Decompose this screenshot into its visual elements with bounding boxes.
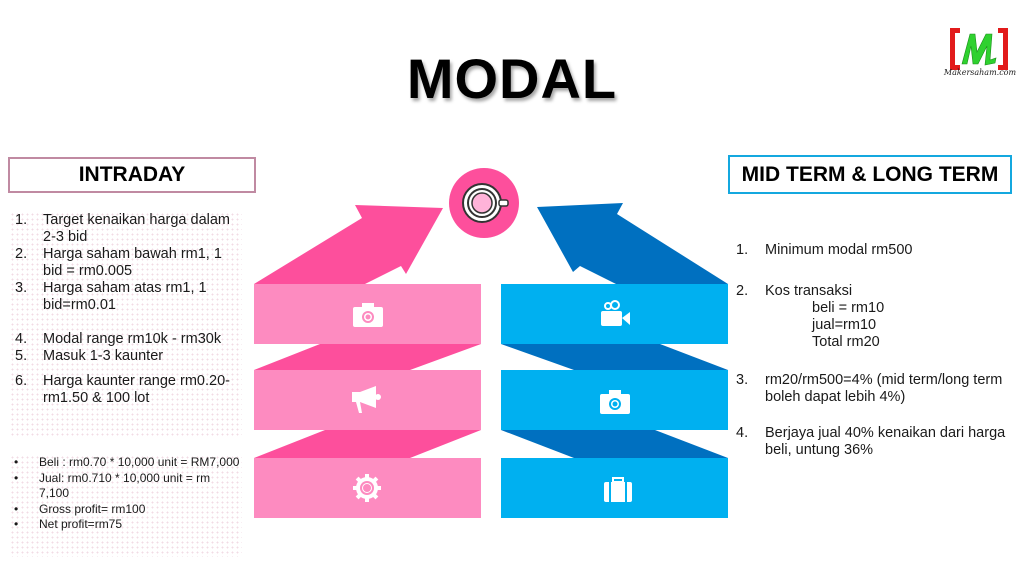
coffee-cup-badge — [449, 168, 519, 238]
bullet-text: Net profit=rm75 — [39, 517, 123, 531]
intraday-example-list: •Beli : rm0.70 * 10,000 unit = RM7,000 •… — [10, 455, 242, 557]
pink-connector — [254, 430, 481, 458]
camera-icon — [597, 386, 633, 416]
item-number: 2. — [15, 246, 28, 262]
item-number: 6. — [15, 373, 28, 389]
gear-icon — [349, 473, 385, 503]
sub-item: jual=rm10 — [812, 317, 877, 333]
sub-item: Total rm20 — [812, 334, 880, 350]
item-text: Minimum modal rm500 — [765, 242, 913, 258]
intraday-list: 1. Target kenaikan harga dalam 2-3 bid 2.… — [10, 212, 242, 438]
camera-icon — [350, 299, 386, 329]
pink-arrow — [254, 205, 443, 284]
blue-arrow — [537, 203, 728, 284]
bullet-text: Beli : rm0.70 * 10,000 unit = RM7,000 — [39, 455, 240, 469]
megaphone-icon — [349, 384, 385, 414]
item-number: 1. — [736, 242, 749, 258]
item-number: 3. — [15, 280, 28, 296]
item-number: 2. — [736, 283, 749, 299]
list-item: 6. Harga kaunter range rm0.20-rm1.50 & 10… — [10, 373, 242, 407]
item-number: 4. — [736, 425, 749, 441]
list-item: 2. Kos transaksi beli = rm10 jual=rm10 To… — [736, 283, 1006, 351]
briefcase-icon — [600, 475, 636, 505]
midlong-header: MID TERM & LONG TERM — [728, 155, 1012, 194]
list-item: 2. Harga saham bawah rm1, 1 bid = rm0.005 — [10, 246, 242, 280]
list-item: 4. Modal range rm10k - rm30k — [10, 331, 242, 348]
list-item: 1. Minimum modal rm500 — [736, 242, 1006, 259]
bullet-item: •Net profit=rm75 — [14, 517, 123, 531]
logo-caption: Makersaham.com — [943, 68, 1017, 77]
bullet-text: Jual: rm0.710 * 10,000 unit = rm 7,100 — [39, 470, 211, 501]
sub-item: beli = rm10 — [812, 300, 885, 316]
list-item: 1. Target kenaikan harga dalam 2-3 bid — [10, 212, 242, 246]
item-number: 1. — [15, 212, 28, 228]
slide-title: MODAL — [406, 47, 618, 110]
item-number: 3. — [736, 372, 749, 388]
logo-icon — [950, 28, 1008, 70]
intraday-header: INTRADAY — [8, 157, 256, 193]
item-text: Target kenaikan harga dalam 2-3 bid — [43, 212, 231, 245]
item-number: 4. — [15, 331, 28, 347]
bullet-text: Gross profit= rm100 — [39, 501, 146, 516]
item-text: Kos transaksi — [765, 283, 853, 299]
blue-connector — [501, 344, 728, 370]
item-text: Harga saham atas rm1, 1 bid=rm0.01 — [43, 280, 207, 313]
item-number: 5. — [15, 348, 28, 364]
coffee-cup-icon — [462, 183, 509, 223]
list-item: 3. Harga saham atas rm1, 1 bid=rm0.01 — [10, 280, 242, 314]
bullet-item: •Jual: rm0.710 * 10,000 unit = rm 7,100 — [14, 470, 211, 501]
item-text: Masuk 1-3 kaunter — [43, 348, 164, 364]
makersaham-logo — [946, 18, 1012, 80]
midlong-list: 1. Minimum modal rm500 2. Kos transaksi be… — [736, 242, 1006, 459]
blue-connector — [501, 430, 728, 458]
item-text: Berjaya jual 40% kenaikan dari harga bel… — [765, 425, 1006, 458]
list-item: 4. Berjaya jual 40% kenaikan dari harga b… — [736, 425, 1006, 459]
list-item: 3. rm20/rm500=4% (mid term/long term bole… — [736, 372, 1006, 406]
list-item: 5. Masuk 1-3 kaunter — [10, 348, 242, 365]
pink-connector — [254, 344, 481, 370]
video-camera-icon — [597, 299, 633, 329]
bullet-item: •Beli : rm0.70 * 10,000 unit = RM7,000 — [14, 455, 240, 469]
item-text: Harga kaunter range rm0.20-rm1.50 & 100 … — [43, 373, 230, 406]
item-text: Harga saham bawah rm1, 1 bid = rm0.005 — [43, 246, 222, 279]
bullet-item: •Gross profit= rm100 — [14, 501, 146, 516]
item-text: Modal range rm10k - rm30k — [43, 331, 222, 347]
item-text: rm20/rm500=4% (mid term/long term boleh … — [765, 372, 1003, 405]
